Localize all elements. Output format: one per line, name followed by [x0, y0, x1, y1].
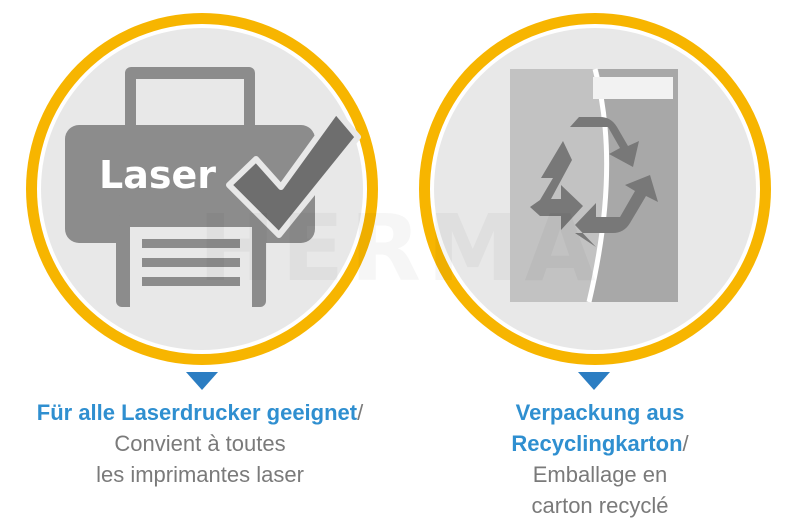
badge-recycled-carton [413, 7, 777, 371]
caption-recycling: Verpackung aus Recyclingkarton/ Emballag… [400, 397, 800, 521]
caption-pointer-right [578, 372, 610, 390]
caption-separator: / [357, 400, 364, 425]
caption-separator: / [682, 431, 689, 456]
laser-label: Laser [99, 153, 216, 197]
caption-pointer-left [186, 372, 218, 390]
caption-fr-line2: les imprimantes laser [96, 462, 304, 487]
caption-de: Für alle Laserdrucker geeignet [36, 400, 358, 425]
caption-fr-line1: Convient à toutes [114, 431, 286, 456]
caption-laser: Für alle Laserdrucker geeignet/ Convient… [0, 397, 400, 490]
caption-fr-line1: Emballage en [532, 462, 668, 487]
laser-printer-check-icon: Laser [65, 67, 361, 307]
caption-de-line1: Verpackung aus [515, 400, 685, 425]
badge-laser-printer: Laser [20, 7, 384, 371]
caption-de-line2: Recyclingkarton [511, 431, 683, 456]
caption-fr-line2: carton recyclé [531, 493, 669, 518]
recycled-carton-icon [510, 68, 678, 303]
